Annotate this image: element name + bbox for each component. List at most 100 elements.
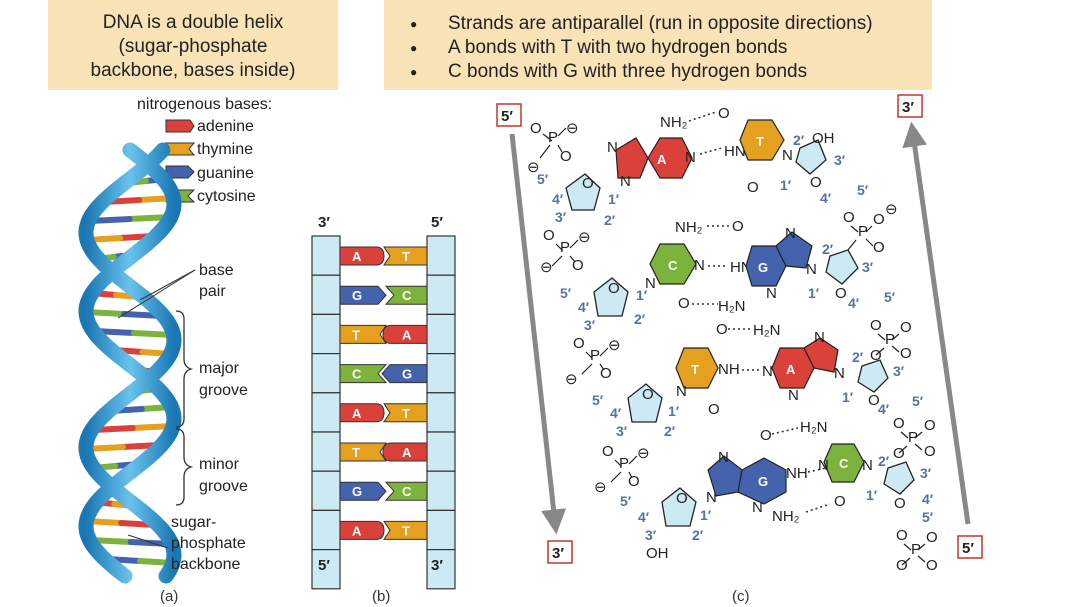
atom-nh2: NH₂: [675, 219, 703, 236]
atom-o: O: [843, 209, 855, 226]
ladder-base-left: [339, 364, 388, 384]
rules-list: Strands are antiparallel (run in opposit…: [410, 12, 932, 84]
atom-n: N: [706, 489, 717, 506]
ladder-base-letter: A: [352, 406, 362, 421]
atom-o: O: [868, 392, 880, 409]
backbone-segment: [426, 274, 456, 316]
legend-thymine: thymine: [197, 141, 253, 158]
atom-n: N: [620, 173, 631, 190]
base-pair-leader: [117, 269, 196, 319]
label-minor-groove-1: minor: [199, 456, 240, 473]
ladder-base-right: [383, 520, 428, 540]
thymine-ring: [675, 347, 719, 389]
atom-o: O: [573, 335, 585, 352]
cytosine-ring: [823, 443, 865, 483]
hydrogen-bond: [807, 467, 827, 473]
ladder-top-right-end: 5′: [431, 214, 443, 231]
guanine-ring: [737, 457, 787, 505]
left-strand-top-end: 5′: [501, 108, 513, 125]
pair-row-g-c: O P ⊖ ⊖ O O 5′ 4′ 3′ OH 1′ 2′ G N N N O …: [594, 419, 938, 574]
deoxyribose-sugar: [627, 383, 663, 423]
ladder-base-letter: T: [352, 327, 360, 342]
label-base-pair-2: pair: [199, 283, 226, 300]
atom-charge: ⊖: [565, 371, 578, 388]
atom-n: N: [788, 387, 799, 404]
atom-n: N: [862, 457, 873, 474]
legend-cytosine: cytosine: [197, 188, 256, 205]
cytosine-ring: [649, 243, 697, 285]
atom-charge: ⊖: [885, 201, 898, 218]
atom-n: N: [818, 457, 829, 474]
right-strand-bottom-end: 5′: [962, 540, 974, 557]
atom-n: N: [645, 275, 656, 292]
atom-o: O: [543, 227, 555, 244]
atom-o: O: [894, 495, 906, 512]
backbone-segment: [426, 392, 456, 433]
note-line: DNA is a double helix: [102, 12, 284, 33]
atom-p: P: [911, 541, 921, 558]
end-label-box: [547, 540, 573, 564]
carbon-number: 4′: [848, 295, 860, 311]
carbon-number: 5′: [857, 182, 869, 198]
carbon-number: 3′: [616, 423, 628, 439]
atom-nh2: NH₂: [772, 508, 800, 525]
ladder-base-letter: T: [402, 523, 410, 538]
label-major-groove-2: groove: [199, 382, 248, 399]
pair-row-a-t: O P ⊖ ⊖ O O 5′ 4′ 3′ 1′ 2′ A N N N NH₂ O: [527, 105, 898, 256]
ladder-base-letter: G: [352, 484, 362, 499]
legend-guanine: guanine: [197, 165, 254, 182]
atom-o: O: [600, 365, 612, 382]
rule-c-g: C bonds with G with three hydrogen bonds: [410, 60, 932, 84]
deoxyribose-sugar: [661, 487, 697, 527]
note-double-helix: DNA is a double helix (sugar-phosphate b…: [48, 0, 338, 90]
deoxyribose-sugar: [795, 139, 827, 175]
hydrogen-bond: [699, 147, 723, 155]
carbon-number: 3′: [862, 259, 874, 275]
adenine-ring: [803, 337, 839, 373]
atom-n: N: [694, 257, 705, 274]
ladder-base-letter: T: [402, 406, 410, 421]
backbone-segment: [426, 470, 456, 512]
backbone-segment: [426, 431, 456, 472]
legend-title: nitrogenous bases:: [137, 96, 272, 113]
ladder-base-letter: C: [402, 288, 412, 303]
base-pair-leader: [139, 269, 196, 301]
atom-o: O: [678, 295, 690, 312]
ladder-base-letter: C: [402, 484, 412, 499]
carbon-number: 5′: [592, 392, 604, 408]
ladder-base-letter: G: [402, 367, 412, 382]
atom-n: N: [676, 383, 687, 400]
atom-o: O: [900, 345, 912, 362]
carbon-number: 2′: [692, 527, 704, 543]
label-backbone-3: backbone: [171, 556, 240, 573]
legend-adenine: adenine: [197, 118, 254, 135]
carbon-number: 2′: [604, 212, 616, 228]
carbon-number: 3′: [834, 152, 846, 168]
backbone-segment: [426, 509, 456, 551]
carbon-number: 3′: [555, 209, 567, 225]
base-letter-g: G: [758, 474, 768, 489]
carbon-number: 2′: [793, 132, 805, 148]
atom-h2n: H₂N: [800, 419, 828, 436]
minor-groove-brace: [175, 428, 194, 506]
label-minor-groove-2: groove: [199, 478, 248, 495]
atom-charge: ⊖: [608, 337, 621, 354]
atom-nh2: NH₂: [660, 114, 688, 131]
carbon-number: 4′: [878, 401, 890, 417]
atom-o: O: [747, 179, 759, 196]
base-letter-t: T: [691, 362, 699, 377]
right-strand-top-end: 3′: [902, 99, 914, 116]
carbon-number: 4′: [610, 405, 622, 421]
atom-o: O: [926, 529, 938, 546]
left-strand-bottom-end: 3′: [552, 545, 564, 562]
rule-a-t: A bonds with T with two hydrogen bonds: [410, 36, 932, 60]
deoxyribose-sugar: [883, 461, 915, 495]
ladder-base-left: [339, 324, 387, 344]
ladder-base-letter: A: [352, 249, 362, 264]
backbone-segment: [311, 431, 341, 472]
atom-oh: OH: [646, 545, 669, 562]
rule-antiparallel: Strands are antiparallel (run in opposit…: [410, 12, 932, 36]
backbone-segment: [426, 313, 456, 355]
